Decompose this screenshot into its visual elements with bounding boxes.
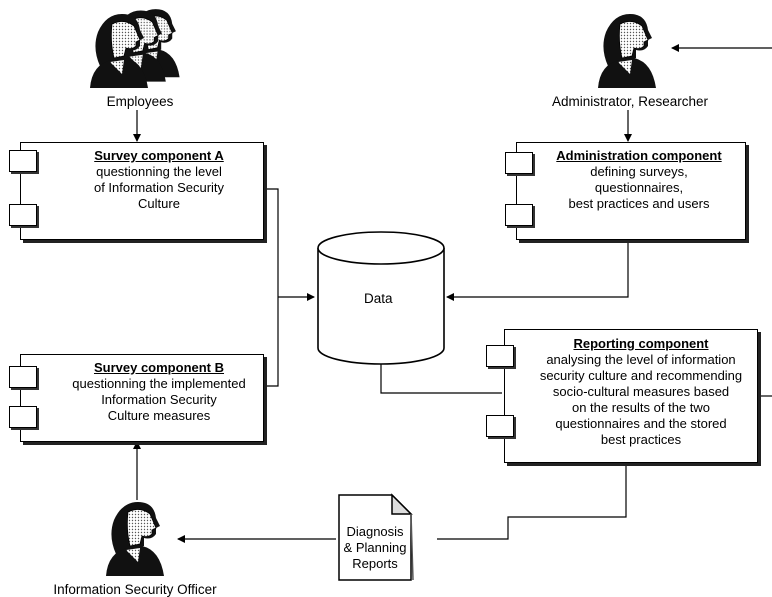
employees-label: Employees (106, 94, 174, 109)
document-line: & Planning (343, 540, 407, 555)
reporting-line: best practices (600, 432, 682, 447)
admin-label: Administrator, Researcher (551, 94, 709, 109)
reporting-port-bottom (486, 415, 514, 437)
admin-component-port-bottom (505, 204, 533, 226)
survey-component-b: Survey component B questionning the impl… (20, 354, 264, 442)
arrow-admin-component-to-data (446, 240, 629, 301)
survey-component-a: Survey component A questionning the leve… (20, 142, 264, 240)
document-label: Diagnosis & Planning Reports (336, 524, 414, 572)
survey-b-port-bottom (9, 406, 37, 428)
survey-b-port-top (9, 366, 37, 388)
database-label: Data (364, 291, 393, 306)
document-icon (338, 493, 414, 581)
survey-b-line: Culture measures (107, 408, 211, 423)
admin-component-title: Administration component (556, 148, 722, 163)
employees-icon (89, 8, 181, 89)
survey-a-line: questionning the level (96, 164, 222, 179)
line-data-to-reporting (380, 364, 502, 394)
database-cylinder (317, 231, 445, 365)
survey-a-line: Culture (138, 196, 180, 211)
reporting-line: questionnaires and the stored (555, 416, 727, 431)
iso-icon (105, 501, 165, 577)
reporting-line: socio-cultural measures based (552, 384, 730, 399)
line-survey-b-to-data (262, 297, 279, 387)
line-survey-a-to-data (262, 188, 279, 297)
administration-component: Administration component defining survey… (516, 142, 746, 240)
iso-label: Information Security Officer (53, 582, 217, 597)
document-line: Diagnosis (346, 524, 404, 539)
admin-component-line: defining surveys, (590, 164, 688, 179)
survey-a-line: of Information Security (93, 180, 225, 195)
survey-b-title: Survey component B (93, 360, 225, 375)
reporting-line: analysing the level of information (546, 352, 736, 367)
line-reporting-to-document (437, 463, 627, 540)
admin-component-line: best practices and users (568, 196, 710, 211)
reporting-port-top (486, 345, 514, 367)
survey-a-port-top (9, 150, 37, 172)
survey-b-line: questionning the implemented (72, 376, 246, 391)
survey-a-title: Survey component A (94, 148, 224, 163)
admin-icon (597, 13, 657, 89)
survey-b-line: Information Security (101, 392, 217, 407)
document-line: Reports (352, 556, 398, 571)
reporting-component: Reporting component analysing the level … (504, 329, 758, 463)
reporting-line: on the results of the two (571, 400, 711, 415)
admin-component-line: questionnaires, (594, 180, 684, 195)
admin-component-port-top (505, 152, 533, 174)
survey-a-port-bottom (9, 204, 37, 226)
reporting-line: security culture and recommending (539, 368, 743, 383)
reporting-title: Reporting component (573, 336, 709, 351)
